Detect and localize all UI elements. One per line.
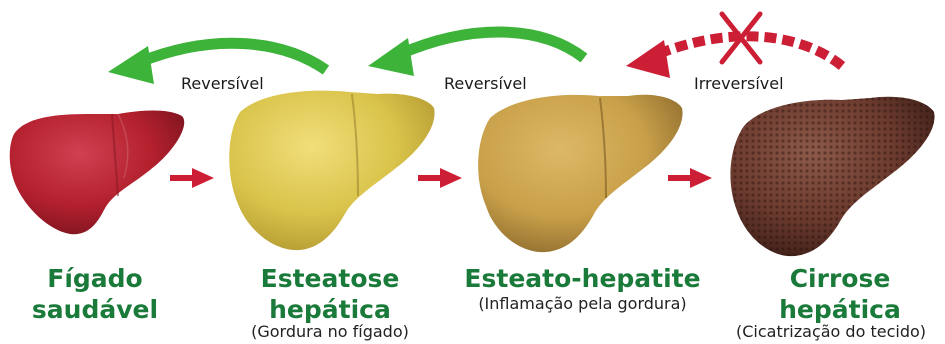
stage-title-steatohepatitis: Esteato-hepatite [455, 263, 710, 294]
stage-title-line1: Esteato-hepatite [455, 263, 710, 294]
transition-label-2: Reversível [444, 74, 527, 93]
stage-subtitle-cirrhosis: (Cicatrização do tecido) [720, 322, 942, 342]
curved-back-arrow-icon-3 [626, 36, 842, 78]
liver-icon-steatosis [229, 91, 434, 251]
stage-subtitle-steatosis: (Gordura no fígado) [225, 322, 435, 342]
stage-title-line1: Cirrose [740, 263, 940, 294]
stage-title-line2: hepática [740, 294, 940, 325]
liver-icon-steatohepatitis [478, 95, 682, 252]
stage-title-cirrhosis: Cirrose hepática [740, 263, 940, 325]
transition-label-3: Irreversível [694, 74, 784, 93]
curved-back-arrow-icon-2 [368, 32, 584, 76]
stage-title-healthy: Fígado saudável [10, 263, 180, 325]
liver-icon-cirrhosis [730, 97, 934, 256]
liver-icon-healthy [10, 111, 185, 235]
transition-label-1: Reversível [181, 74, 264, 93]
stage-title-line2: hepática [240, 294, 420, 325]
forward-arrow-icon-1 [170, 168, 214, 188]
forward-arrow-icon-2 [418, 168, 462, 188]
stage-title-line1: Esteatose [240, 263, 420, 294]
stage-title-line1: Fígado [10, 263, 180, 294]
stage-title-steatosis: Esteatose hepática [240, 263, 420, 325]
stage-title-line2: saudável [10, 294, 180, 325]
stage-subtitle-steatohepatitis: (Inflamação pela gordura) [455, 294, 710, 314]
forward-arrow-icon-3 [668, 168, 712, 188]
